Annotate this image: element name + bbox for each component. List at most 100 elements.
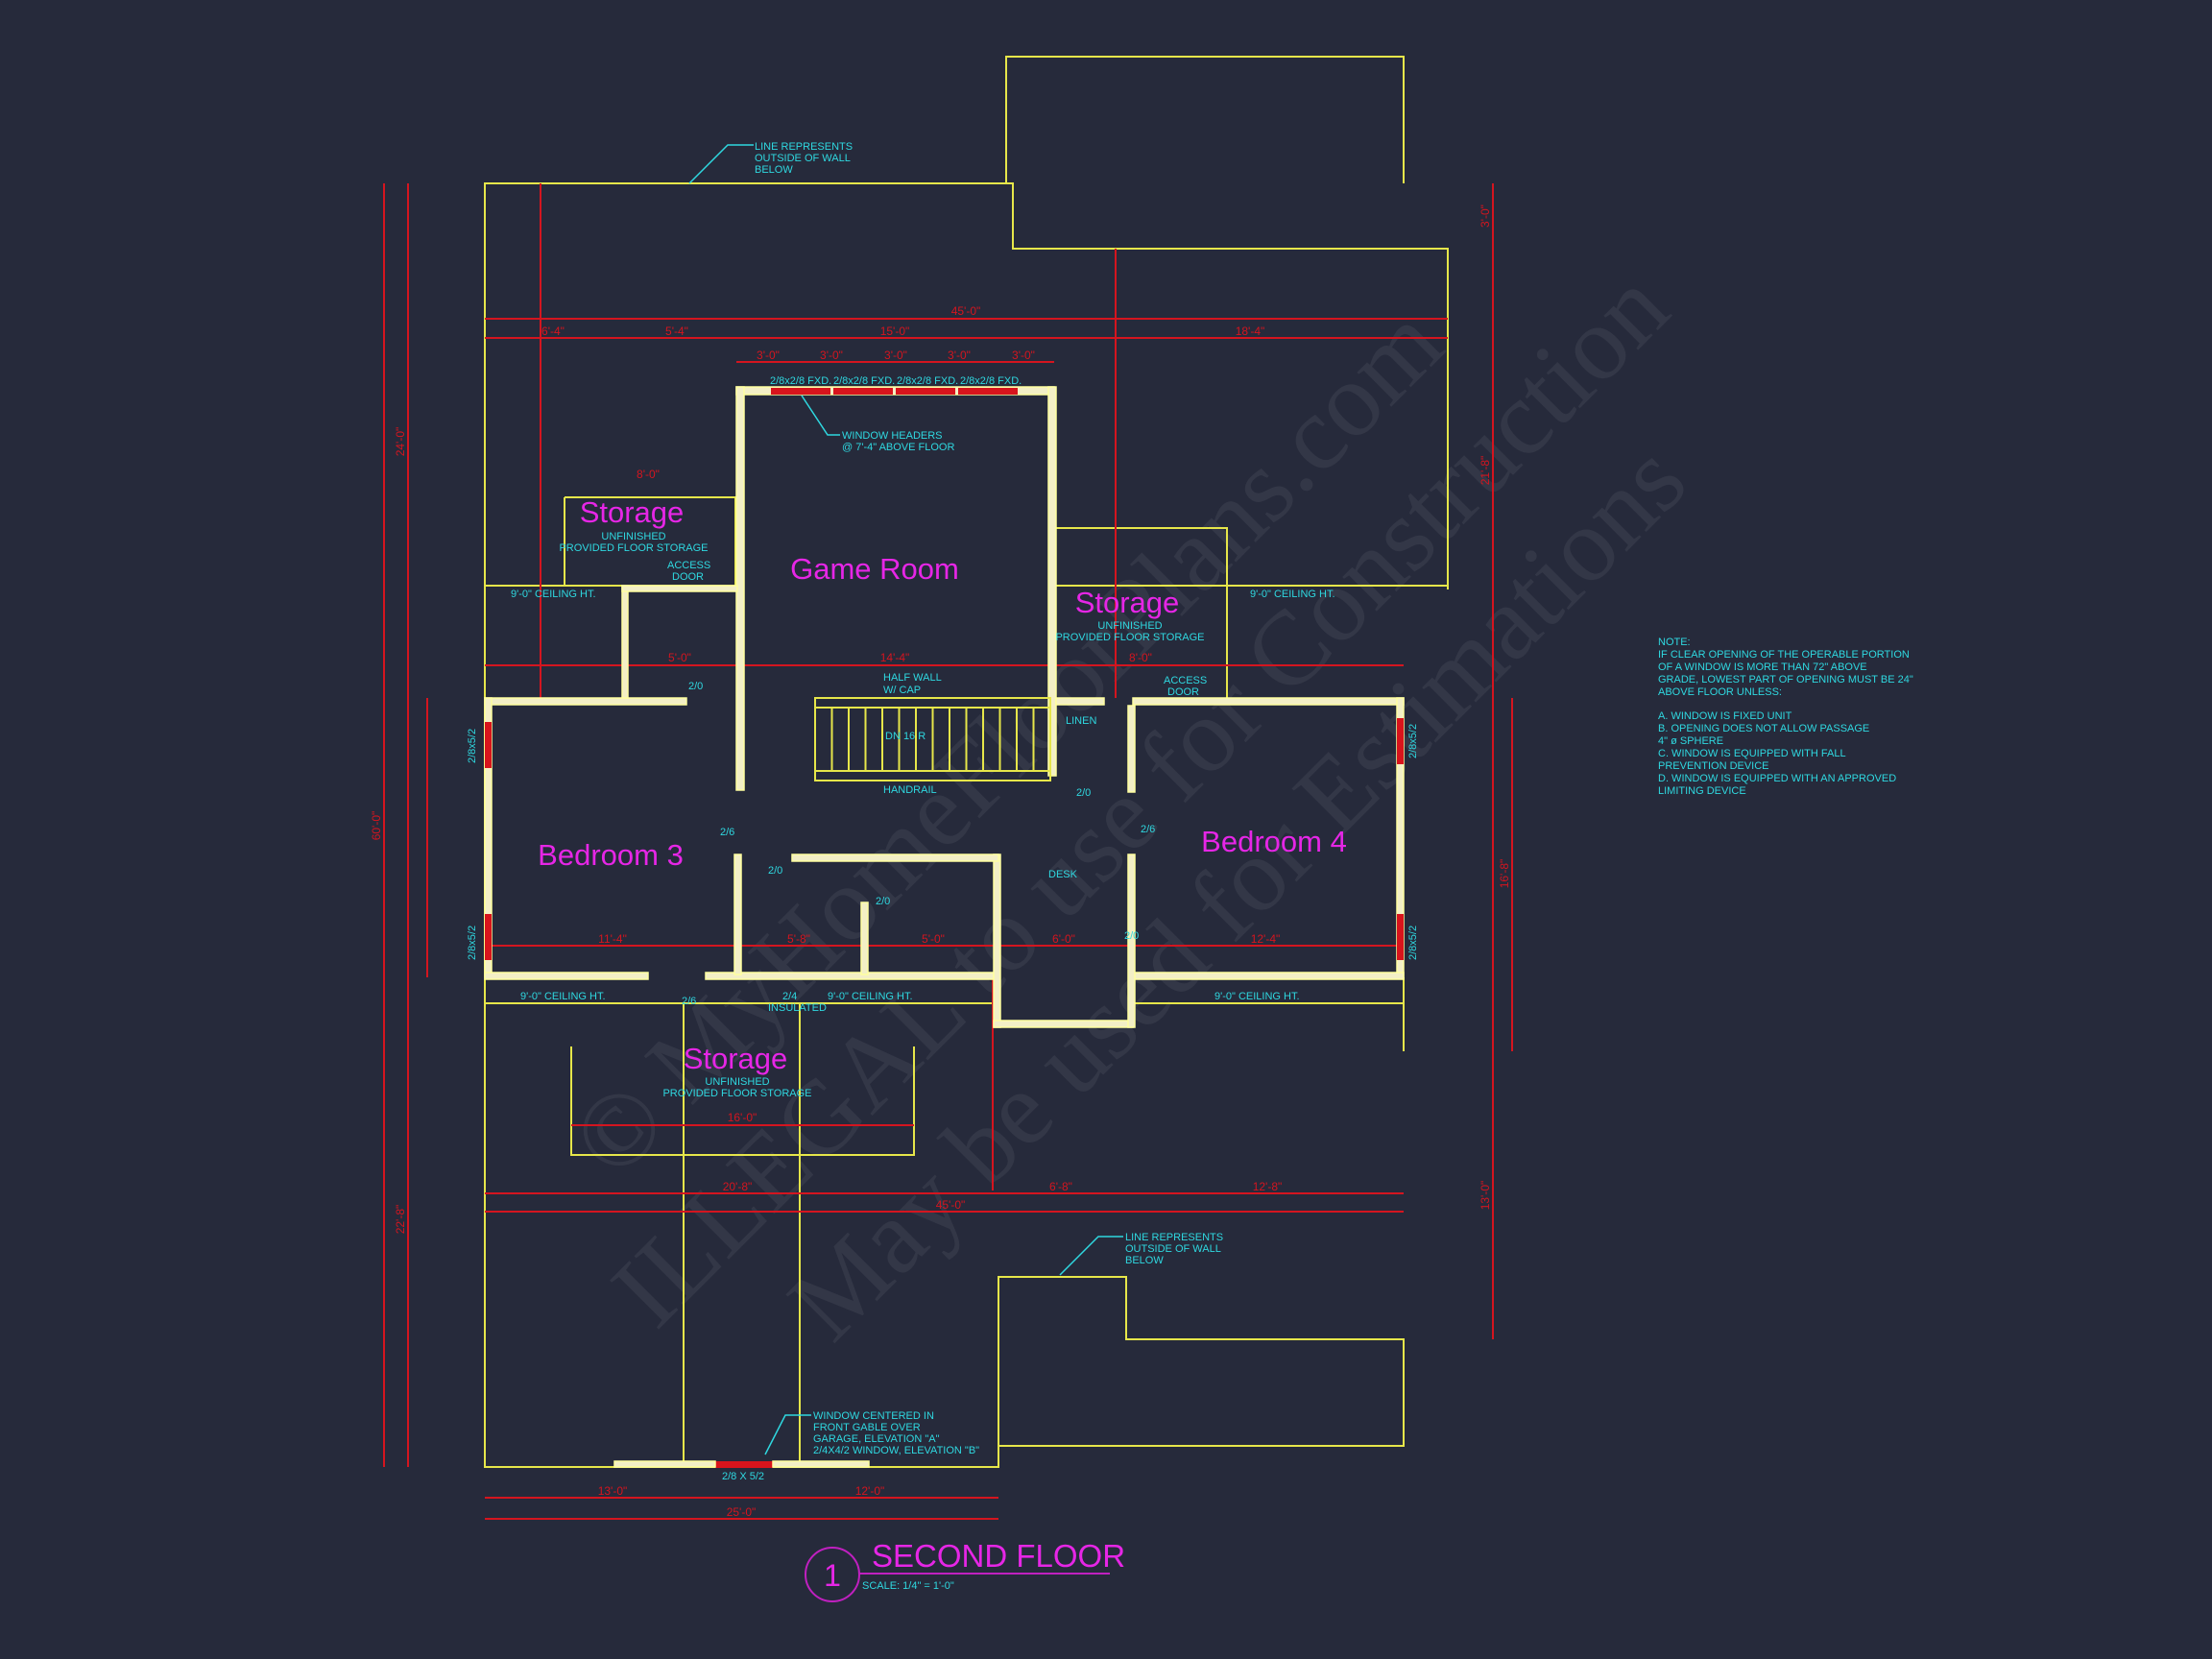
window-4 xyxy=(958,388,1018,395)
window-front-label: 2/8 X 5/2 xyxy=(722,1471,764,1482)
dim-label: 12'-8" xyxy=(1253,1180,1283,1193)
window-headers-1: WINDOW HEADERS xyxy=(842,430,943,442)
dim-label: 13'-0" xyxy=(598,1484,628,1498)
storage-s-sub2: PROVIDED FLOOR STORAGE xyxy=(662,1088,811,1099)
ceiling-label-se: 9'-0" CEILING HT. xyxy=(1214,991,1300,1002)
dim-label: 6'-4" xyxy=(541,325,565,338)
linen-label: LINEN xyxy=(1066,715,1096,727)
note-item: A. WINDOW IS FIXED UNIT xyxy=(1658,710,1792,722)
half-wall-label: HALF WALL xyxy=(883,672,942,684)
door-label: 2/0 xyxy=(768,865,782,877)
dim-label: 6'-8" xyxy=(1049,1180,1072,1193)
dim-label: 45'-0" xyxy=(936,1198,966,1212)
dim-label: 60'-0" xyxy=(370,811,383,841)
dim-label: 12'-0" xyxy=(855,1484,885,1498)
line-rep-top-1: LINE REPRESENTS xyxy=(755,141,853,153)
window-side-label-2: 2/8x5/2 xyxy=(467,926,478,960)
stairs-label: DN 16 R xyxy=(885,731,926,742)
ceiling-label-ne: 9'-0" CEILING HT. xyxy=(1250,589,1335,600)
access-door-ne: ACCESS xyxy=(1164,675,1207,686)
window-headers-2: @ 7'-4" ABOVE FLOOR xyxy=(842,442,954,453)
line-rep-top-2: OUTSIDE OF WALL xyxy=(755,153,851,164)
room-bedroom-4: Bedroom 4 xyxy=(1201,825,1347,858)
annotations: LINE REPRESENTS OUTSIDE OF WALL BELOW LI… xyxy=(467,141,1419,1482)
note-line: GRADE, LOWEST PART OF OPENING MUST BE 24… xyxy=(1658,674,1913,685)
dim-label: 3'-0" xyxy=(948,349,971,362)
line-rep-bottom-2: OUTSIDE OF WALL xyxy=(1125,1243,1221,1255)
dim-label: 20'-8" xyxy=(723,1180,753,1193)
ceiling-label-s: 9'-0" CEILING HT. xyxy=(828,991,913,1002)
dim-label: 6'-0" xyxy=(1052,932,1075,946)
insulated-label: 2/4 xyxy=(782,991,797,1002)
desk-label: DESK xyxy=(1048,869,1078,880)
window-label-3: 2/8x2/8 FXD. xyxy=(897,375,958,387)
note-line: IF CLEAR OPENING OF THE OPERABLE PORTION xyxy=(1658,649,1910,661)
dim-label: 22'-8" xyxy=(394,1205,407,1235)
staircase: DN 16 R HANDRAIL HALF WALL W/ CAP xyxy=(814,672,1051,796)
dim-label: 12'-4" xyxy=(1251,932,1281,946)
room-storage-nw: Storage xyxy=(580,495,685,529)
room-storage-ne: Storage xyxy=(1075,586,1180,619)
dim-label: 13'-0" xyxy=(1479,1181,1492,1211)
dim-label: 5'-4" xyxy=(665,325,688,338)
access-door-nw-2: DOOR xyxy=(672,571,704,583)
line-rep-top-3: BELOW xyxy=(755,164,793,176)
window-centered-3: GARAGE, ELEVATION "A" xyxy=(813,1433,940,1445)
window-label-1: 2/8x2/8 FXD. xyxy=(770,375,831,387)
dim-label: 11'-4" xyxy=(598,932,627,946)
window-centered-1: WINDOW CENTERED IN xyxy=(813,1410,934,1422)
walls xyxy=(484,386,1405,1028)
note-item: D. WINDOW IS EQUIPPED WITH AN APPROVED xyxy=(1658,773,1896,784)
general-note: NOTE: IF CLEAR OPENING OF THE OPERABLE P… xyxy=(1658,637,1913,797)
window-side-label-4: 2/8x5/2 xyxy=(1407,926,1419,960)
dim-label: 16'-0" xyxy=(728,1111,757,1124)
window-front xyxy=(715,1461,773,1468)
window-2 xyxy=(833,388,893,395)
storage-s-sub: UNFINISHED xyxy=(705,1076,769,1088)
line-rep-bottom-1: LINE REPRESENTS xyxy=(1125,1232,1223,1243)
room-labels: Storage UNFINISHED PROVIDED FLOOR STORAG… xyxy=(538,495,1347,1099)
note-item: LIMITING DEVICE xyxy=(1658,785,1746,797)
window-1 xyxy=(771,388,830,395)
dim-label: 5'-0" xyxy=(922,932,945,946)
dim-top-overall: 45'-0" xyxy=(951,304,981,318)
room-storage-s: Storage xyxy=(684,1042,788,1075)
window-bed3-lower xyxy=(485,914,492,960)
door-label: 2/0 xyxy=(1076,787,1091,799)
half-wall-label-2: W/ CAP xyxy=(883,685,921,696)
access-door-nw: ACCESS xyxy=(667,560,710,571)
dimension-labels: 45'-0" 6'-4" 5'-4" 15'-0" 18'-4" 3'-0" 3… xyxy=(370,204,1511,1519)
window-side-label-1: 2/8x5/2 xyxy=(467,729,478,763)
access-door-ne-2: DOOR xyxy=(1167,686,1199,698)
window-label-4: 2/8x2/8 FXD. xyxy=(960,375,1022,387)
dim-label: 8'-0" xyxy=(1129,651,1152,664)
handrail-label: HANDRAIL xyxy=(883,784,937,796)
drawing-name: SECOND FLOOR xyxy=(872,1538,1125,1574)
note-line: OF A WINDOW IS MORE THAN 72" ABOVE xyxy=(1658,661,1867,673)
door-label: 2/0 xyxy=(1124,930,1139,942)
storage-nw-sub: UNFINISHED xyxy=(601,531,665,542)
note-item: C. WINDOW IS EQUIPPED WITH FALL xyxy=(1658,748,1846,759)
dim-label: 21'-8" xyxy=(1479,456,1492,486)
drawing-title: 1 SECOND FLOOR SCALE: 1/4" = 1'-0" xyxy=(805,1538,1125,1602)
dim-label: 8'-0" xyxy=(637,468,660,481)
dim-label: 3'-0" xyxy=(884,349,907,362)
ceiling-label-sw: 9'-0" CEILING HT. xyxy=(520,991,606,1002)
dim-label: 24'-0" xyxy=(394,427,407,457)
dim-label: 5'-8" xyxy=(787,932,810,946)
dim-label: 3'-0" xyxy=(1479,204,1492,228)
note-item: 4" ø SPHERE xyxy=(1658,735,1723,747)
storage-ne-sub2: PROVIDED FLOOR STORAGE xyxy=(1055,632,1204,643)
dim-label: 15'-0" xyxy=(880,325,910,338)
storage-ne-sub: UNFINISHED xyxy=(1097,620,1162,632)
note-item: B. OPENING DOES NOT ALLOW PASSAGE xyxy=(1658,723,1869,734)
drawing-number: 1 xyxy=(824,1558,841,1593)
window-centered-2: FRONT GABLE OVER xyxy=(813,1422,921,1433)
dim-label: 3'-0" xyxy=(1012,349,1035,362)
window-bed4-upper xyxy=(1397,718,1404,764)
room-game-room: Game Room xyxy=(790,552,959,586)
dim-label: 18'-4" xyxy=(1236,325,1265,338)
window-label-2: 2/8x2/8 FXD. xyxy=(833,375,895,387)
dim-label: 3'-0" xyxy=(820,349,843,362)
